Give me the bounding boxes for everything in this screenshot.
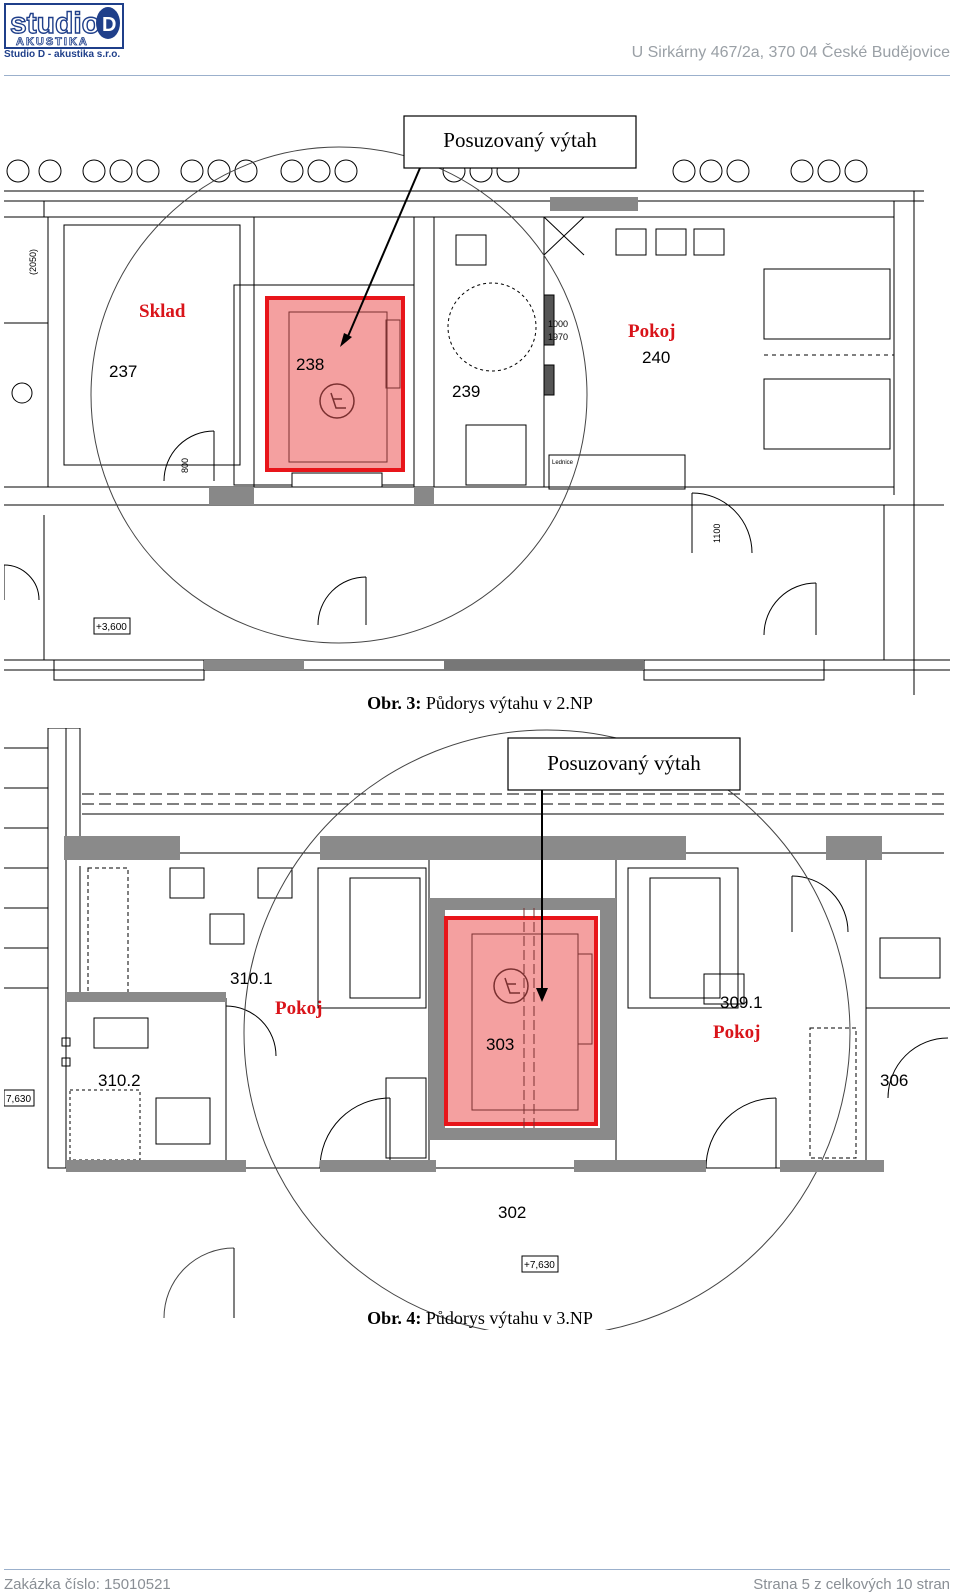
room-label-pokoj-left: Pokoj xyxy=(275,998,323,1019)
elevator-highlight-3np xyxy=(444,908,598,1128)
room-number-310-2: 310.2 xyxy=(98,1071,141,1090)
order-number: Zakázka číslo: 15010521 xyxy=(4,1576,171,1593)
room-number-309-1: 309.1 xyxy=(720,993,763,1012)
company-name: Studio D - akustika s.r.o. xyxy=(4,49,121,60)
page-number: Strana 5 z celkových 10 stran xyxy=(753,1576,950,1593)
figure-caption-3: Obr. 3: Půdorys výtahu v 2.NP xyxy=(367,693,593,713)
room-number-306: 306 xyxy=(880,1071,908,1090)
room-number-240: 240 xyxy=(642,348,670,367)
room-number-310-1: 310.1 xyxy=(230,969,273,988)
callout-label: Posuzovaný výtah xyxy=(547,751,701,775)
callout-arrow-head xyxy=(536,988,548,1002)
room-number-237: 237 xyxy=(109,362,137,381)
svg-text:studio: studio xyxy=(10,7,100,40)
dimension-1970: 1970 xyxy=(548,332,568,342)
callout-label: Posuzovaný výtah xyxy=(443,128,597,152)
header-rule xyxy=(4,75,950,76)
level-mark: +3,600 xyxy=(96,622,127,633)
floor-plan-3np: 310.1 310.2 309.1 303 306 302 Pokoj Poko… xyxy=(4,728,950,1330)
room-label-pokoj-right: Pokoj xyxy=(713,1022,761,1043)
room-number-238: 238 xyxy=(296,355,324,374)
dimension-1000: 1000 xyxy=(548,319,568,329)
level-mark: +7,630 xyxy=(524,1260,555,1271)
floor-plan-2np: Sklad Pokoj 237 238 239 240 +3,600 Ledni… xyxy=(4,115,950,705)
dimension-800: 800 xyxy=(180,458,190,473)
svg-text:AKUSTIKA: AKUSTIKA xyxy=(16,36,89,48)
svg-text:D: D xyxy=(102,14,116,36)
figure-caption-4: Obr. 4: Půdorys výtahu v 3.NP xyxy=(367,1308,593,1328)
fridge-label: Lednice xyxy=(552,460,574,466)
room-label-pokoj: Pokoj xyxy=(628,321,676,342)
dimension-2050: (2050) xyxy=(28,249,38,275)
callout-arrow-head xyxy=(340,333,352,347)
room-number-302: 302 xyxy=(498,1203,526,1222)
company-address: U Sirkárny 467/2a, 370 04 České Budějovi… xyxy=(631,44,950,61)
room-number-239: 239 xyxy=(452,382,480,401)
elevator-highlight-2np xyxy=(265,296,405,488)
dimension-1100: 1100 xyxy=(712,524,722,543)
footer-rule xyxy=(4,1569,950,1570)
room-label-sklad: Sklad xyxy=(139,301,186,322)
room-number-303: 303 xyxy=(486,1035,514,1054)
company-logo: studio D AKUSTIKA xyxy=(4,3,128,55)
level-mark-left: 7,630 xyxy=(6,1094,31,1105)
